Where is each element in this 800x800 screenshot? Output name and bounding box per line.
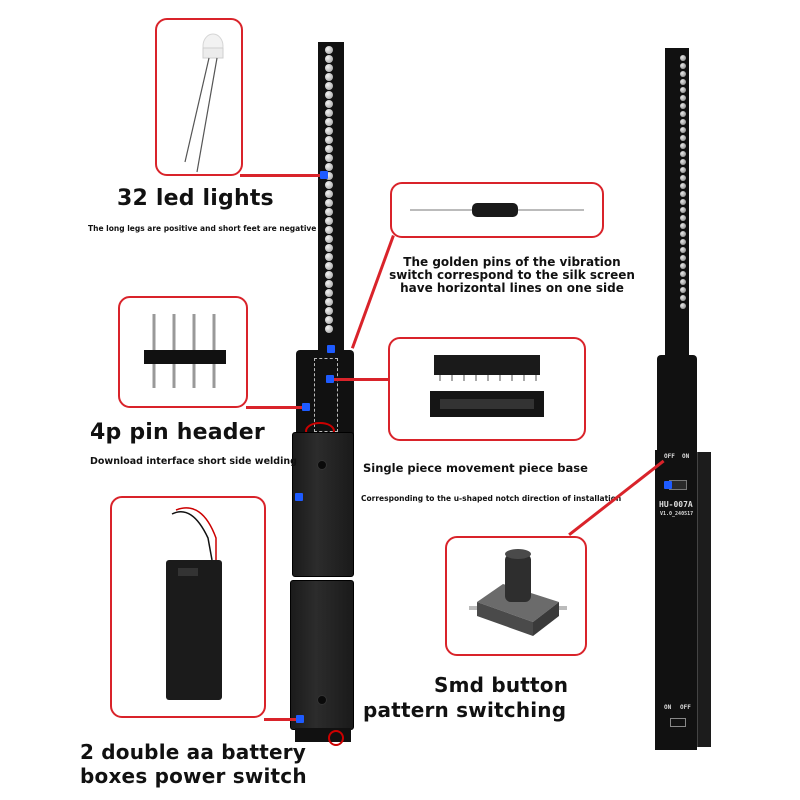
led (325, 244, 333, 252)
pin-header-callout-box (118, 296, 248, 408)
led (325, 208, 333, 216)
battery-box-icon (166, 507, 222, 700)
front-chip-socket (314, 358, 338, 432)
vibration-switch-icon (410, 203, 584, 217)
board-model-label: HU-007A (659, 500, 693, 509)
vibration-line-1: The golden pins of the vibration (403, 255, 621, 269)
led (325, 181, 333, 189)
back-led-column (680, 55, 686, 309)
front-battery-wire (305, 422, 335, 440)
led-callout-box (155, 18, 243, 176)
pin-header-icon (144, 314, 226, 388)
smd-button-title-line-1: Smd button (434, 673, 569, 697)
led (325, 118, 333, 126)
battery-anchor-dot (296, 715, 304, 723)
led (325, 145, 333, 153)
smd-button-title-line-2: pattern switching (363, 698, 567, 722)
led (325, 136, 333, 144)
led (325, 109, 333, 117)
led-subtitle: The long legs are positive and short fee… (88, 224, 317, 233)
chip-base-callout-line (330, 378, 390, 381)
led (325, 235, 333, 243)
chip-base-anchor-dot (326, 375, 334, 383)
vibration-line-3: have horizontal lines on one side (400, 281, 624, 295)
smd-tactile-button-icon (469, 549, 567, 636)
chip-base-title: Single piece movement piece base (363, 461, 588, 475)
vibration-line-2: switch correspond to the silk screen (389, 268, 635, 282)
battery-title-line-2: boxes power switch (80, 764, 307, 788)
led (325, 100, 333, 108)
back-side-battery-edge (697, 452, 711, 747)
led (325, 82, 333, 90)
led (325, 307, 333, 315)
back-switch-label-off-top: OFF (664, 453, 675, 460)
led (325, 163, 333, 171)
smd-button-anchor-dot (664, 481, 672, 489)
led-callout-line (240, 174, 324, 177)
chip-base-subtitle: Corresponding to the u-shaped notch dire… (361, 494, 622, 503)
led (325, 190, 333, 198)
front-battery-terminal-wire (328, 730, 344, 746)
led-title: 32 led lights (117, 186, 274, 211)
led (325, 91, 333, 99)
front-battery-box-switch (317, 460, 327, 470)
led-component-icon (184, 33, 224, 173)
vibration-switch-anchor-dot (327, 345, 335, 353)
front-led-column (325, 46, 333, 333)
board-version-label: V1.0_240517 (660, 511, 694, 517)
pin-header-callout-line (246, 406, 306, 409)
back-switch-label-on-bottom: ON (664, 704, 672, 711)
battery-title-line-1: 2 double aa battery (80, 740, 307, 764)
pin-header-title: 4p pin header (90, 420, 265, 445)
back-pcb-base (657, 355, 697, 455)
led (325, 289, 333, 297)
smd-button-callout-box (445, 536, 587, 656)
pin-header-anchor-dot (302, 403, 310, 411)
back-switch-label-off-bottom: OFF (680, 704, 691, 711)
vibration-switch-callout-box (390, 182, 604, 238)
back-switch-label-on-top: ON (682, 453, 690, 460)
led (325, 217, 333, 225)
back-pcb-lower (655, 450, 697, 750)
led (325, 64, 333, 72)
battery-callout-box (110, 496, 266, 718)
led (325, 253, 333, 261)
chip-base-callout-box (388, 337, 586, 441)
battery-top-anchor-dot (295, 493, 303, 501)
led (325, 262, 333, 270)
front-battery-power-switch[interactable] (317, 695, 327, 705)
led (325, 199, 333, 207)
back-power-switch[interactable] (670, 718, 686, 727)
led (325, 280, 333, 288)
front-battery-box-top (292, 432, 354, 577)
led (325, 55, 333, 63)
led (325, 154, 333, 162)
led (325, 127, 333, 135)
led (325, 46, 333, 54)
battery-callout-line (264, 718, 300, 721)
led (325, 73, 333, 81)
pin-header-subtitle: Download interface short side welding (90, 456, 297, 467)
led (325, 298, 333, 306)
vibration-switch-description: The golden pins of the vibration switch … (382, 256, 642, 295)
chip-and-socket-icon (430, 355, 544, 417)
front-battery-box-bottom (290, 580, 354, 730)
led-anchor-dot (320, 171, 328, 179)
led (325, 316, 333, 324)
led (325, 226, 333, 234)
led (325, 271, 333, 279)
led (325, 172, 333, 180)
led (325, 325, 333, 333)
